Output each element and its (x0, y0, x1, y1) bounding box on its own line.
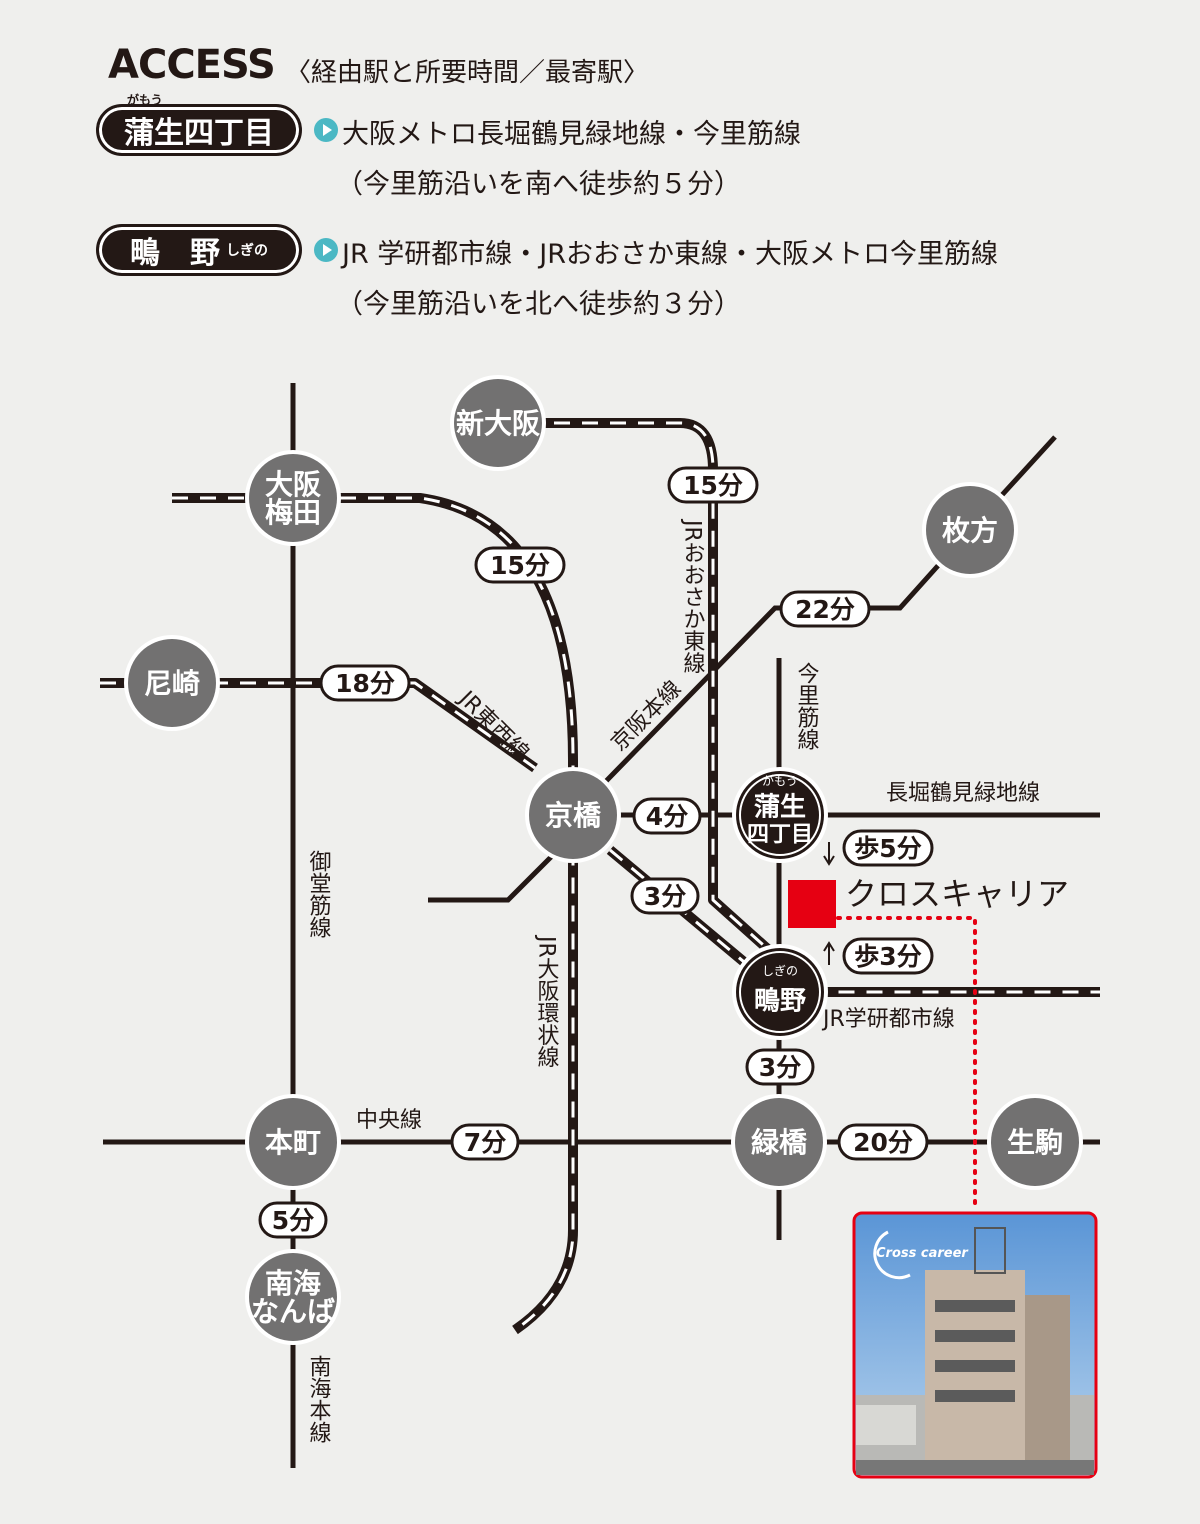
play-arrow-icon (314, 118, 338, 142)
station-ikoma: 生駒 (987, 1094, 1083, 1190)
station-label: 新大阪 (456, 407, 540, 440)
time-badge-midori_ikoma: 20分 (837, 1123, 929, 1161)
time-label: 15分 (683, 471, 743, 500)
time-label: 3分 (644, 882, 686, 911)
station-circle (128, 639, 216, 727)
time-label: 歩3分 (854, 942, 921, 971)
station-hirakata: 枚方 (922, 482, 1018, 578)
station-label: 生駒 (1007, 1126, 1063, 1159)
page-title: ACCESS (108, 42, 276, 88)
osaka-higashi-label: JRおおさか東線 (680, 518, 706, 674)
station-label: 尼崎 (144, 667, 200, 700)
keihan-label: 京阪本線 (607, 676, 687, 756)
midosuji-label: 御堂筋線 (306, 850, 332, 938)
time-label: 3分 (759, 1053, 801, 1082)
station-circle (926, 486, 1014, 574)
time-badge-shigino_midori: 3分 (745, 1048, 815, 1086)
logo-arc-icon (873, 1230, 911, 1280)
station-name: 蒲生四丁目 (124, 116, 274, 151)
walking-route (836, 916, 977, 1212)
station-circle (529, 771, 617, 859)
walk-info: （今里筋沿いを北へ徒歩約３分） (336, 289, 741, 320)
arrow-up-icon (823, 941, 835, 965)
station-ruby: しぎの (226, 243, 268, 259)
time-badge-hirakata: 22分 (779, 590, 871, 628)
station-label: 四丁目 (747, 822, 813, 847)
time-label: 歩5分 (854, 834, 921, 863)
destination-label: クロスキャリア (845, 875, 1069, 913)
time-label: 22分 (795, 595, 855, 624)
time-badge-walk_shigino: 歩3分 (842, 937, 934, 975)
destination-marker (788, 880, 836, 928)
station-circle (735, 1098, 823, 1186)
loop-line (172, 493, 578, 1335)
time-badge-honmachi_midori: 7分 (450, 1123, 520, 1161)
station-name: 鴫 野 (130, 236, 220, 271)
nagahori-label: 長堀鶴見緑地線 (886, 781, 1040, 806)
station-circle (736, 771, 824, 859)
walk-info: （今里筋沿いを南へ徒歩約５分） (336, 169, 741, 200)
time-label: 5分 (272, 1206, 314, 1235)
time-label: 4分 (646, 802, 688, 831)
station-circle (991, 1098, 1079, 1186)
page-subtitle: 〈経由駅と所要時間／最寄駅〉 (285, 58, 650, 88)
station-circle (454, 379, 542, 467)
station-honmachi: 本町 (245, 1094, 341, 1190)
gakken-label: JR学研都市線 (821, 1007, 955, 1032)
station-circle (249, 1098, 337, 1186)
chuo-label: 中央線 (356, 1108, 422, 1133)
building-photo: Cross career (852, 1211, 1098, 1479)
time-badge-kyobashi_shigino: 3分 (630, 877, 700, 915)
loop-label: JR大阪環状線 (534, 934, 560, 1068)
tozai-label: JR東西線 (452, 685, 533, 766)
imazato-label: 今里筋線 (794, 662, 820, 750)
station-ruby: がもう (127, 93, 163, 107)
time-badge-kyobashi_gamo: 4分 (632, 797, 702, 835)
station-label: 梅田 (265, 496, 321, 529)
nearest-station-badge-shigino: 鴫 野 しぎの (96, 224, 302, 276)
station-label: 緑橋 (751, 1126, 808, 1159)
nearest-station-badge-gamo: がもう 蒲生四丁目 (96, 93, 302, 156)
station-ruby: がもう (762, 773, 798, 788)
station-kyobashi: 京橋 (525, 767, 621, 863)
nankai-label: 南海本線 (306, 1355, 332, 1443)
time-badge-shinosaka: 15分 (667, 466, 759, 504)
station-label: 鴫野 (754, 986, 806, 1016)
station-label: 蒲生 (754, 792, 806, 822)
station-lines: 大阪メトロ長堀鶴見緑地線・今里筋線 (342, 119, 801, 150)
play-arrow-icon (314, 238, 338, 262)
time-label: 7分 (464, 1128, 506, 1157)
time-label: 20分 (853, 1128, 913, 1157)
station-amagasaki: 尼崎 (124, 635, 220, 731)
time-label: 15分 (490, 551, 550, 580)
time-badge-walk_gamo: 歩5分 (842, 829, 934, 867)
keihan-line-west (428, 846, 562, 903)
time-badge-honmachi_namba: 5分 (258, 1201, 328, 1239)
station-lines: JR 学研都市線・JRおおさか東線・大阪メトロ今里筋線 (342, 239, 999, 270)
station-circle (249, 454, 337, 542)
time-badge-umeda_kyobashi: 15分 (474, 546, 566, 584)
station-label: 南海 (265, 1267, 321, 1300)
station-midoribashi: 緑橋 (731, 1094, 827, 1190)
station-label: なんば (251, 1295, 335, 1328)
station-circle (249, 1253, 337, 1341)
station-circle (736, 948, 824, 1036)
station-label: 京橋 (545, 799, 602, 832)
station-shinosaka: 新大阪 (450, 375, 546, 471)
station-label: 本町 (265, 1126, 321, 1159)
station-ruby: しぎの (762, 964, 798, 978)
time-badge-amagasaki: 18分 (319, 664, 411, 702)
logo-text: Cross career (876, 1246, 969, 1261)
station-label: 枚方 (942, 514, 998, 547)
station-label: 大阪 (265, 468, 321, 501)
time-label: 18分 (335, 669, 395, 698)
arrow-down-icon (823, 842, 835, 866)
